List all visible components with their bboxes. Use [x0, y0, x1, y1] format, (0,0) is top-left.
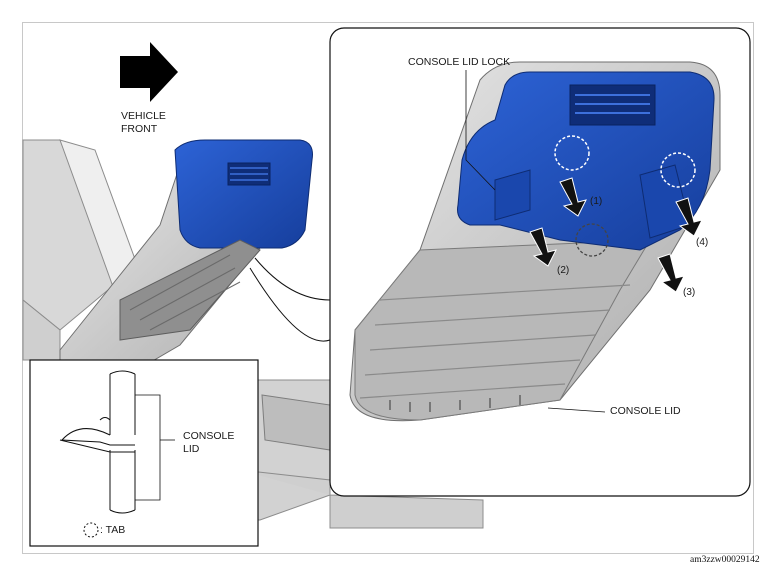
- lid-label-leader: [547, 407, 606, 413]
- step-label-4: (4): [696, 237, 709, 248]
- console-overview: [59, 139, 313, 381]
- inset-detail: [29, 359, 259, 547]
- dashed-circle-tab-icon: [660, 152, 696, 188]
- console-lid-label: CONSOLE LID: [610, 405, 681, 417]
- inset-lid-label: LID: [183, 443, 200, 455]
- vehicle-front-arrow-icon: [120, 42, 178, 102]
- step-arrow-icon: [529, 227, 557, 267]
- step-label-2: (2): [557, 265, 570, 276]
- dashed-circle-tab-icon: [554, 135, 590, 171]
- vehicle-front-label-line2: FRONT: [121, 123, 158, 135]
- tab-markers: [554, 135, 696, 257]
- console-lid-lock: [457, 71, 715, 251]
- figure-code: am3zzw00029142: [690, 555, 760, 565]
- dashed-circle-tab-icon: [575, 223, 609, 257]
- magnify-leader-lower: [249, 267, 331, 342]
- release-arrows: [529, 177, 703, 293]
- step-label-3: (3): [683, 287, 696, 298]
- console-lid-lock-label: CONSOLE LID LOCK: [408, 56, 511, 68]
- tab-legend-label: : TAB: [100, 524, 126, 536]
- lock-label-leader: [465, 70, 496, 191]
- inset-console-label: CONSOLE: [183, 430, 235, 442]
- step-arrow-icon: [675, 197, 703, 237]
- step-label-1: (1): [590, 196, 603, 207]
- step-arrow-icon: [657, 253, 685, 293]
- vehicle-front-label-line1: VEHICLE: [121, 110, 166, 122]
- step-arrow-icon: [559, 177, 587, 217]
- dashed-circle-tab-icon: [83, 522, 99, 538]
- magnify-leader-upper: [254, 257, 331, 301]
- background-interior: [22, 139, 484, 529]
